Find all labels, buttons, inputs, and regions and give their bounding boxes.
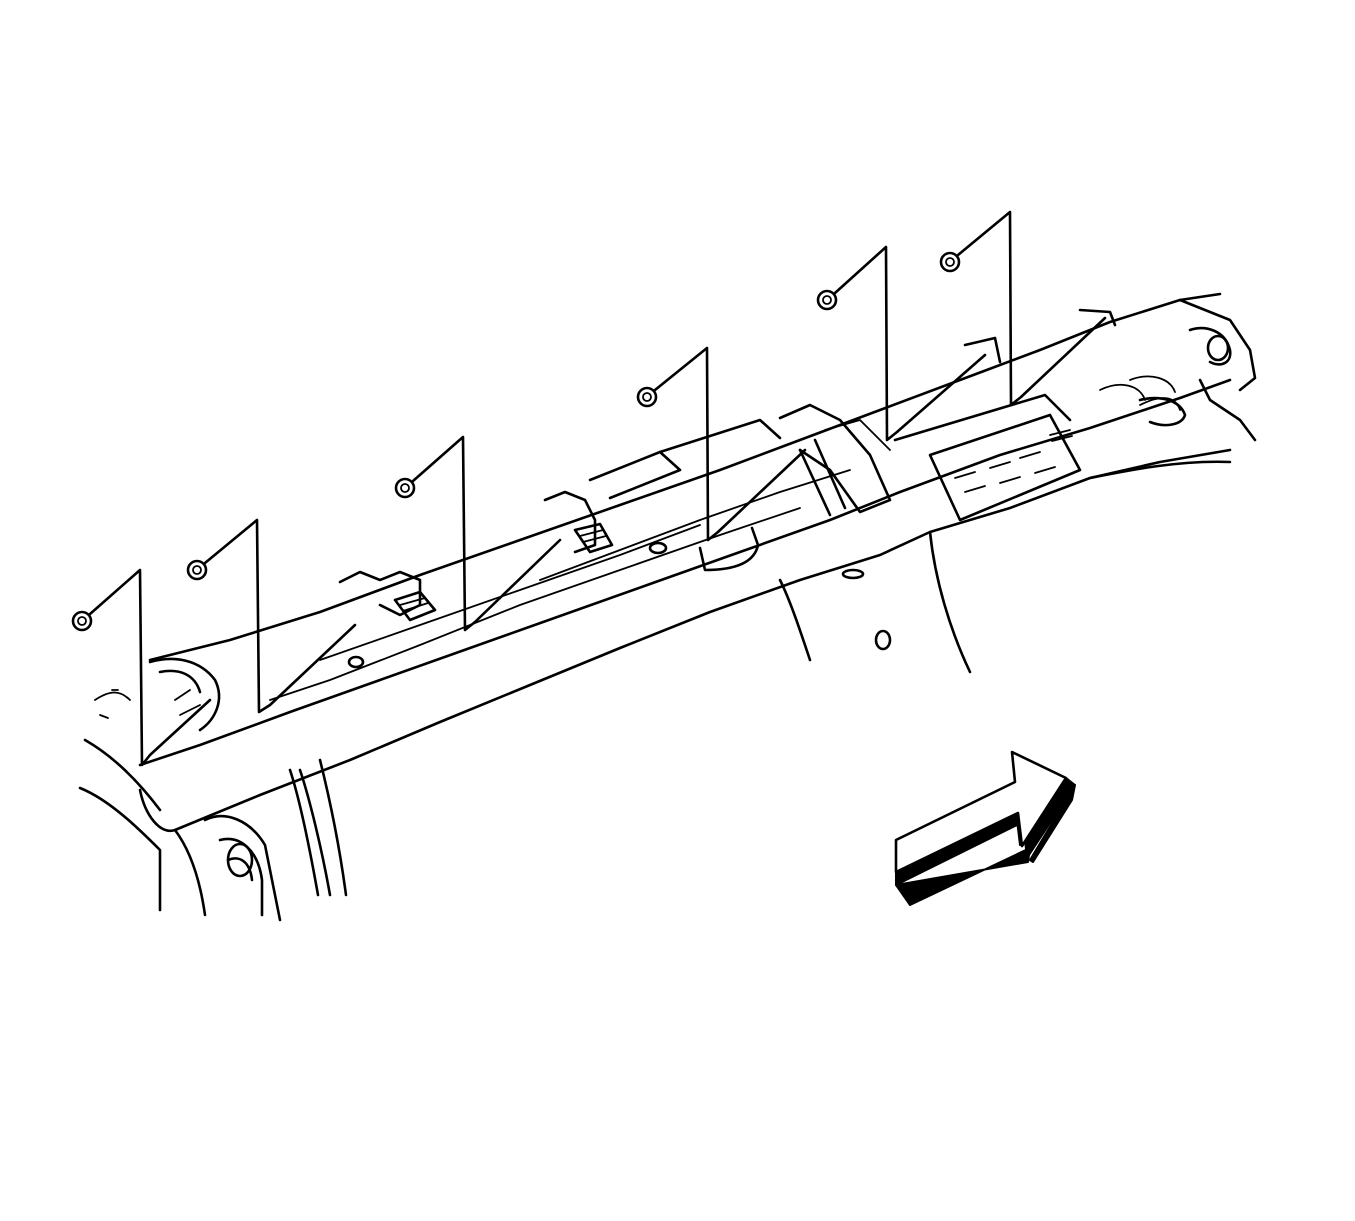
- roof-rail-beam: [138, 292, 1257, 833]
- direction-arrow-icon: [894, 750, 1076, 906]
- bolt-icon: [939, 251, 961, 273]
- bolt-icon: [394, 477, 416, 499]
- bolt-icon: [186, 559, 208, 581]
- bolt-5: [816, 245, 987, 442]
- bolt-icon: [71, 610, 93, 632]
- rail-brackets: [338, 308, 1232, 622]
- bolt-icon: [816, 289, 838, 311]
- bolt-2: [186, 518, 357, 714]
- bolt-6: [939, 210, 1107, 407]
- bolt-3: [394, 435, 562, 632]
- bolt-1: [71, 568, 212, 767]
- fastener-group: [71, 210, 1107, 767]
- right-body-structure: [347, 375, 1257, 674]
- bolt-4: [636, 346, 807, 542]
- bolt-icon: [636, 386, 658, 408]
- left-pillar-structure: [78, 657, 348, 922]
